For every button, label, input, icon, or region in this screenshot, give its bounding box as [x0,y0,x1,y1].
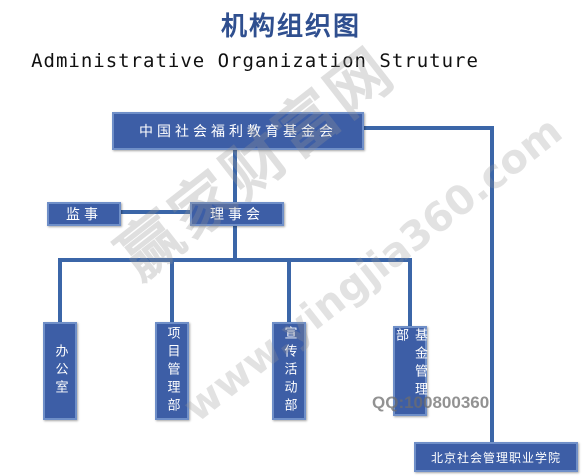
node-fund-dept-label: 基金管理部 [393,328,427,400]
connector-board-down [233,226,237,260]
node-project-dept: 项目管理部 [155,322,189,420]
node-college: 北京社会管理职业学院 [414,442,578,472]
connector-to-promo-dept [287,258,291,324]
connector-dept-bus [58,258,412,262]
node-office: 办公室 [43,322,77,420]
node-supervisor-label: 监事 [66,207,102,223]
node-promo-dept-label: 宣传活动部 [281,326,297,416]
node-project-dept-label: 项目管理部 [164,326,180,416]
watermark-qq: QQ:100800360 [372,393,490,412]
connector-to-fund-dept [408,258,412,328]
node-foundation-label: 中国社会福利教育基金会 [139,124,337,140]
node-board: 理事会 [190,202,284,226]
connector-supervisor-to-board [120,210,192,214]
title-en: Administrative Organization Struture [31,50,479,72]
node-college-label: 北京社会管理职业学院 [430,450,561,465]
node-fund-dept: 基金管理部 [393,326,427,416]
node-board-label: 理事会 [210,207,264,223]
connector-foundation-to-board [233,150,237,202]
node-foundation: 中国社会福利教育基金会 [112,112,364,150]
node-office-label: 办公室 [52,344,68,398]
node-supervisor: 监事 [47,202,121,226]
connector-to-college [490,126,494,444]
connector-foundation-right [362,126,494,130]
connector-to-office [58,258,62,324]
node-promo-dept: 宣传活动部 [272,322,306,420]
title-cn: 机构组织图 [220,12,361,42]
connector-to-project-dept [170,258,174,324]
